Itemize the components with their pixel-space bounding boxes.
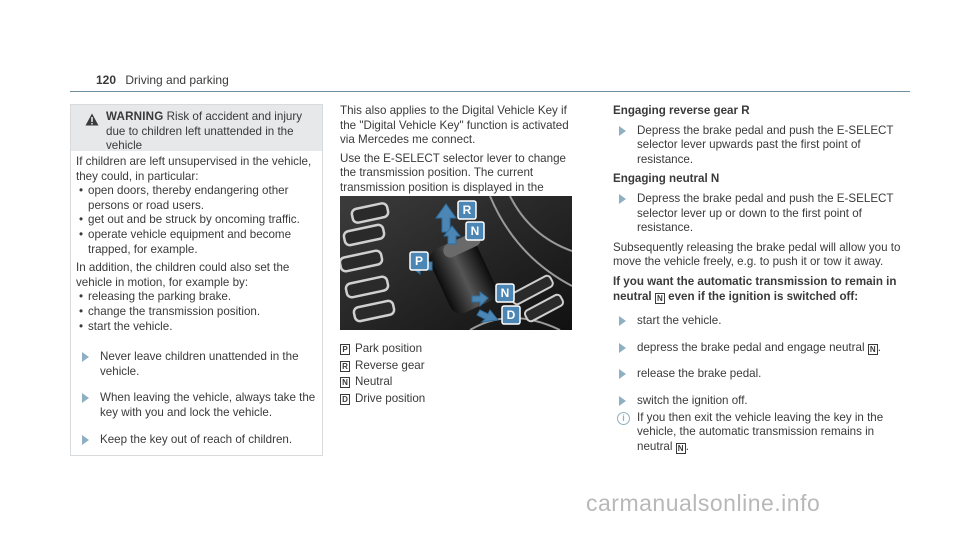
- step-arrow-icon: [619, 395, 626, 406]
- note-text: .: [685, 439, 689, 453]
- list-item: open doors, thereby endangering other pe…: [76, 184, 316, 213]
- list-item: get out and be struck by oncoming traf­f…: [76, 213, 316, 228]
- legend-text: Neutral: [355, 375, 393, 388]
- list-item: releasing the parking brake.: [76, 290, 316, 305]
- figure-label-r: R: [463, 203, 472, 217]
- column-3: Engaging reverse gear R Depress the brak…: [613, 104, 903, 454]
- step-arrow-icon: [619, 342, 626, 353]
- step-arrow-icon: [82, 352, 89, 363]
- step-text: depress the brake pedal and engage neutr…: [637, 340, 865, 354]
- instruction-step: start the vehicle.: [613, 314, 903, 329]
- section-title: Driving and parking: [125, 73, 229, 87]
- warning-box: WARNING Risk of accident and injury due …: [70, 104, 323, 456]
- warning-title: WARNING Risk of accident and injury due …: [106, 110, 316, 154]
- gear-symbol-n: N: [675, 442, 686, 454]
- step-text: Keep the key out of reach of children.: [100, 432, 293, 446]
- legend-text: Drive position: [355, 391, 426, 405]
- list-item: operate vehicle equipment and become tra…: [76, 228, 316, 257]
- step-text: start the vehicle.: [637, 314, 722, 328]
- note-text: If you then exit the vehicle leaving the…: [637, 410, 884, 453]
- e-select-lever-illustration: R N P N D: [340, 196, 572, 330]
- gear-symbol-p: P: [340, 344, 350, 355]
- watermark-text: carmanualsonline.info: [586, 490, 821, 516]
- figure-label-p: P: [415, 254, 423, 268]
- list-item: start the vehicle.: [76, 320, 316, 335]
- warning-intro-2: In addition, the children could also set…: [76, 261, 290, 289]
- gear-symbol-d: D: [340, 393, 350, 405]
- warning-header: WARNING Risk of accident and injury due …: [71, 105, 322, 154]
- list-item: change the transmission position.: [76, 305, 316, 320]
- step-arrow-icon: [619, 193, 626, 204]
- figure-label-d: D: [507, 308, 516, 322]
- step-arrow-icon: [619, 125, 626, 136]
- step-arrow-icon: [619, 369, 626, 380]
- gear-symbol-n: N: [340, 377, 350, 388]
- heading-text: even if the ignition is switched off:: [668, 289, 859, 303]
- legend-item: D Drive position: [340, 392, 580, 409]
- instruction-step: Depress the brake pedal and push the E-S…: [613, 124, 903, 168]
- figure-label-n-top: N: [471, 224, 480, 238]
- warning-label: WARNING: [106, 110, 164, 123]
- legend-item: P Park position: [340, 342, 580, 359]
- warning-body: If children are left unsupervised in the…: [76, 155, 316, 447]
- legend-item: R Reverse gear: [340, 359, 580, 376]
- step-arrow-icon: [82, 434, 89, 445]
- legend-text: Park position: [355, 342, 423, 355]
- warning-step: Keep the key out of reach of children.: [76, 433, 316, 448]
- info-icon: i: [617, 411, 630, 425]
- page-header: 120 Driving and parking: [96, 73, 229, 88]
- instruction-step: depress the brake pedal and engage neutr…: [613, 341, 903, 356]
- warning-triangle-icon: [85, 113, 99, 126]
- heading-remain-neutral: If you want the automatic transmission t…: [613, 275, 903, 304]
- paragraph-digital-key: This also applies to the Digital Vehicle…: [340, 104, 569, 147]
- figure-legend: P Park position R Reverse gear N Neutral…: [340, 342, 580, 408]
- step-text: .: [877, 340, 882, 354]
- instruction-step: switch the ignition off.: [613, 394, 903, 409]
- warning-step: Never leave children unattended in the v…: [76, 350, 316, 379]
- step-text: Never leave children unattended in the v…: [100, 350, 299, 378]
- paragraph-subsequently: Subsequently releasing the brake pedal w…: [613, 240, 901, 269]
- gear-symbol-n: N: [654, 292, 665, 304]
- step-text: release the brake pedal.: [637, 367, 762, 381]
- step-text: Depress the brake pedal and push the E-S…: [637, 123, 894, 166]
- gear-symbol-r: R: [340, 360, 350, 372]
- warning-bullet-list: open doors, thereby endangering other pe…: [76, 184, 316, 257]
- lever-illustration-svg: R N P N D: [340, 196, 572, 330]
- column-2: This also applies to the Digital Vehicle…: [340, 104, 585, 210]
- step-text: When leaving the vehicle, always take th…: [100, 391, 316, 419]
- gear-symbol-n: N: [867, 343, 878, 355]
- step-arrow-icon: [82, 393, 89, 404]
- heading-neutral: Engaging neutral N: [613, 172, 720, 186]
- heading-reverse: Engaging reverse gear R: [613, 104, 750, 117]
- header-divider: [70, 91, 910, 92]
- step-arrow-icon: [619, 316, 626, 327]
- step-text: Depress the brake pedal and push the E-S…: [637, 191, 894, 235]
- heading-text: If you want the automatic transmission t…: [613, 274, 897, 303]
- legend-item: N Neutral: [340, 375, 580, 392]
- warning-step: When leaving the vehicle, always take th…: [76, 391, 316, 420]
- instruction-step: Depress the brake pedal and push the E-S…: [613, 192, 903, 236]
- warning-bullet-list-2: releasing the parking brake. change the …: [76, 290, 316, 334]
- legend-text: Reverse gear: [355, 358, 425, 372]
- warning-title-text: Risk of accident and injury due to child…: [106, 110, 302, 153]
- figure-label-n-bottom: N: [501, 286, 510, 300]
- info-note: i If you then exit the vehicle leaving t…: [613, 411, 903, 455]
- instruction-step: release the brake pedal.: [613, 367, 903, 382]
- page-number: 120: [96, 73, 117, 87]
- step-text: switch the ignition off.: [637, 393, 748, 407]
- warning-intro: If children are left unsupervised in the…: [76, 155, 312, 183]
